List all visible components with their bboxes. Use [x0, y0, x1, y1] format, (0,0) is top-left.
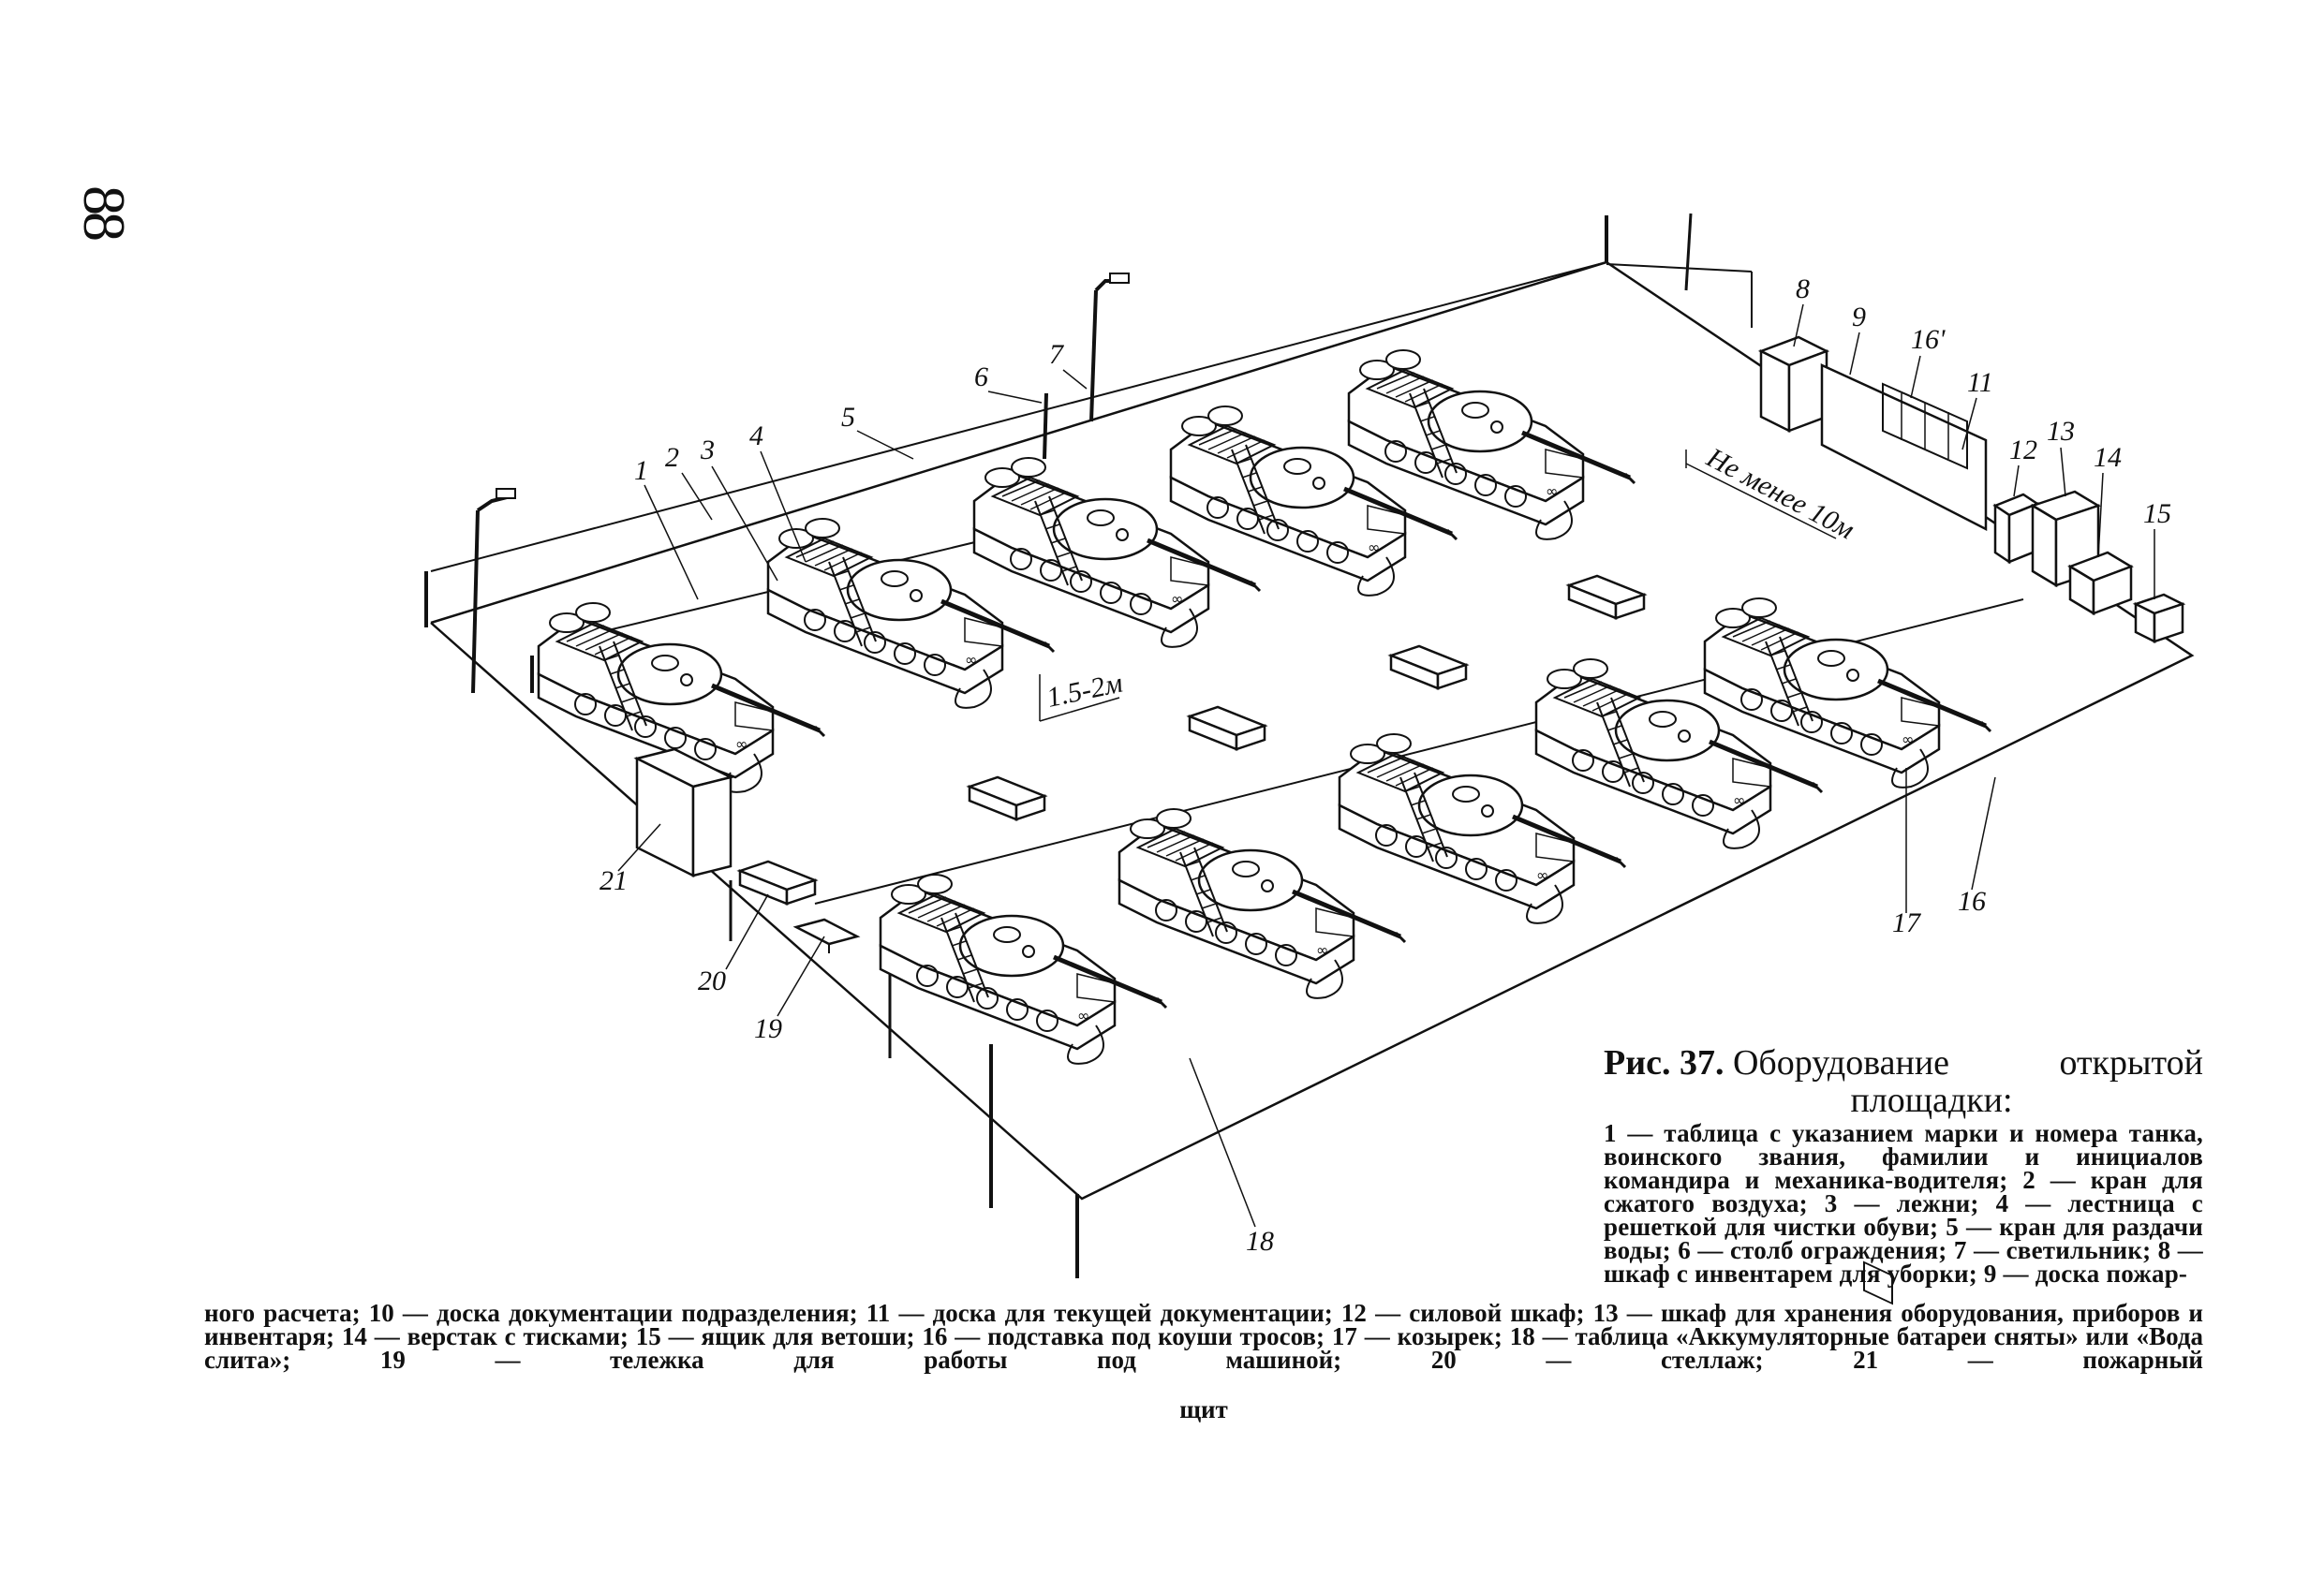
callout-13: 13 — [2047, 416, 2075, 447]
trolley — [792, 918, 861, 953]
svg-text:Не менее 10м: Не менее 10м — [1701, 442, 1859, 546]
callout-15: 15 — [2143, 498, 2171, 529]
fire-shield — [633, 747, 734, 878]
callout-6: 6 — [974, 361, 988, 392]
callout-2: 2 — [665, 442, 679, 473]
callout-9: 9 — [1852, 302, 1866, 332]
caption-title-line-2: площадки: — [1850, 1081, 2013, 1120]
cabinet-8 — [1757, 335, 1830, 434]
caption-legend-last-line: щит — [1179, 1395, 1228, 1423]
caption-title-word-2: открытой — [2059, 1043, 2203, 1083]
fence-posts — [424, 213, 1693, 1278]
visor-4 — [1567, 574, 1646, 620]
caption-legend-full-width: ного расчета; 10 — доска документации по… — [204, 1299, 2203, 1374]
cabinet-12 — [1992, 493, 2040, 565]
visor-2 — [1188, 705, 1266, 751]
caption-title-word-1: Оборудование — [1732, 1043, 1950, 1083]
callout-16: 16 — [1958, 886, 1986, 917]
callout-19: 19 — [754, 1013, 782, 1044]
caption-legend-right-column: 1 — таблица с указанием марки и номера т… — [1604, 1119, 2203, 1288]
lamp-post-left — [471, 488, 516, 694]
figure-number: Рис. 37. — [1604, 1043, 1724, 1083]
boards-9-10-11 — [1820, 363, 1988, 1305]
callout-12: 12 — [2009, 435, 2037, 465]
dimension-distance: Не менее 10м — [1685, 442, 1859, 546]
callout-18: 18 — [1246, 1226, 1274, 1257]
workbench-14 — [2067, 551, 2134, 616]
callout-8: 8 — [1796, 273, 1810, 304]
rack — [738, 860, 817, 906]
visor-3 — [1389, 644, 1468, 690]
callout-16-prime: 16' — [1911, 324, 1946, 355]
callout-1: 1 — [634, 455, 648, 486]
figure-caption-title: Рис. 37. Оборудование открытой площадки: — [1604, 1044, 2203, 1119]
lamp-post-center — [1089, 273, 1130, 422]
box-15 — [2132, 593, 2186, 644]
dimension-gap: 1.5-2м — [1039, 668, 1126, 722]
visor-1 — [968, 775, 1046, 821]
callout-11: 11 — [1967, 367, 1993, 398]
callout-3: 3 — [700, 435, 715, 465]
svg-text:1.5-2м: 1.5-2м — [1044, 668, 1126, 714]
callout-17: 17 — [1892, 907, 1922, 938]
callout-labels: 1 2 3 4 5 6 7 8 9 16' 11 12 13 — [600, 273, 2171, 1257]
callout-21: 21 — [600, 865, 628, 896]
callout-14: 14 — [2094, 442, 2122, 473]
callout-5: 5 — [841, 402, 855, 433]
callout-20: 20 — [698, 966, 726, 996]
callout-7: 7 — [1049, 339, 1065, 370]
callout-4: 4 — [749, 420, 763, 451]
